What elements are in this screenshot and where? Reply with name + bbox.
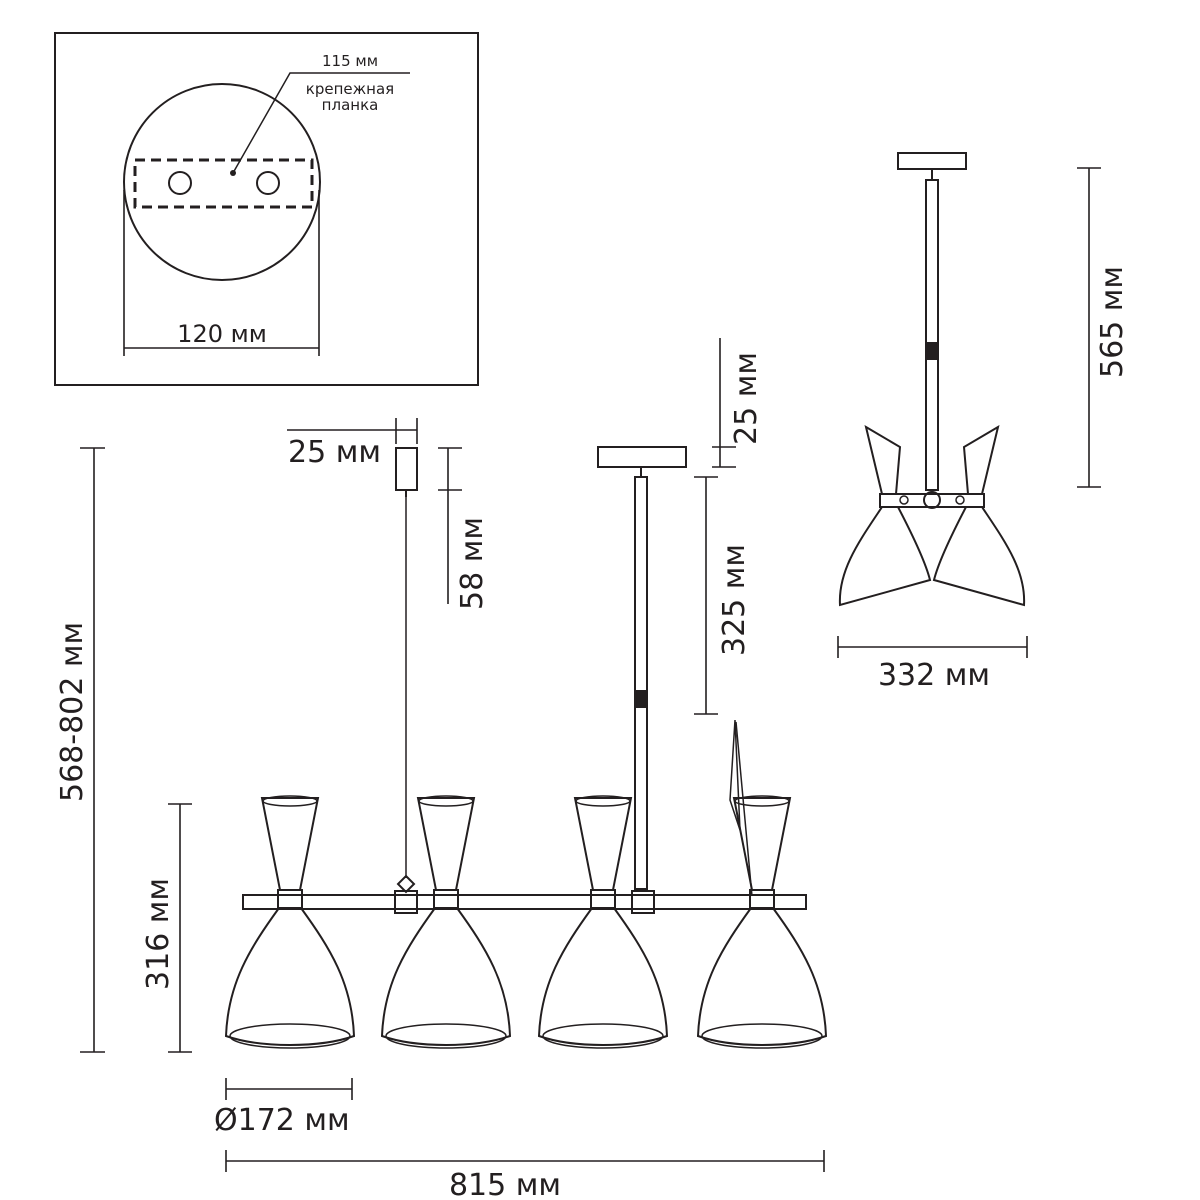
mounting-detail-box: 115 мм крепежная планка 120 мм: [54, 32, 479, 386]
mounting-plate-outline: [133, 158, 314, 209]
horizontal-bar: [242, 894, 807, 910]
total-length-label: 815 мм: [449, 1168, 561, 1200]
rod-length-label: 325 мм: [717, 544, 752, 656]
dim-canopy-height: 25 мм: [712, 338, 764, 468]
side-shade-left-top: [864, 424, 902, 495]
dim-total-height: 568-802 мм: [55, 447, 105, 1053]
screw-hole-left: [168, 171, 192, 195]
screw-hole-right: [256, 171, 280, 195]
plate-name-line2: планка: [322, 96, 379, 114]
plate-name-line1: крепежная: [306, 80, 394, 98]
dim-side-height: 565 мм: [1077, 167, 1130, 488]
side-shade-left-bell: [838, 506, 932, 607]
small-canopy: [395, 447, 418, 491]
rod-coupler: [634, 690, 648, 708]
shade-2: [381, 795, 511, 1049]
side-canopy: [897, 152, 967, 170]
side-view: [838, 152, 1026, 607]
bar-connector-right: [631, 890, 655, 914]
dim-small-canopy-height: 58 мм: [438, 447, 490, 610]
side-shade-right-top: [962, 424, 1000, 495]
dim-shade-diameter: Ø172 мм: [214, 1078, 353, 1138]
side-shade-right-bell: [932, 506, 1026, 607]
shade-diameter-label: Ø172 мм: [214, 1103, 350, 1138]
dim-side-width: 332 мм: [837, 636, 1028, 693]
side-width-label: 332 мм: [878, 658, 990, 693]
shade-4: [697, 795, 827, 1049]
side-height-label: 565 мм: [1095, 266, 1130, 378]
bar-connector-left: [394, 890, 418, 914]
dim-small-canopy-width: 25 мм: [287, 418, 418, 470]
total-height-label: 568-802 мм: [55, 622, 90, 802]
side-rod: [925, 179, 939, 491]
dim-shade-height: 316 мм: [141, 803, 192, 1053]
tilted-shade-hint: [729, 719, 741, 831]
canopy-circle: [123, 83, 321, 281]
shade-1: [225, 795, 355, 1049]
canopy-diameter-label: 120 мм: [177, 320, 267, 348]
side-hub-center: [923, 491, 941, 509]
plate-width-label: 115 мм: [322, 52, 378, 70]
plate-leader-line: [232, 72, 410, 174]
side-hub-bar: [879, 493, 985, 508]
dim-rod-length: 325 мм: [694, 476, 752, 715]
detail-frame: [54, 32, 479, 386]
shade-height-label: 316 мм: [141, 878, 176, 990]
small-canopy-width-label: 25 мм: [288, 435, 381, 470]
suspension-rod: [634, 476, 648, 890]
front-view: [225, 446, 827, 1049]
main-canopy: [597, 446, 687, 468]
small-canopy-height-label: 58 мм: [455, 517, 490, 610]
side-rod-coupler: [925, 342, 939, 360]
dim-total-length: 815 мм: [225, 1150, 825, 1200]
canopy-height-label: 25 мм: [729, 352, 764, 445]
